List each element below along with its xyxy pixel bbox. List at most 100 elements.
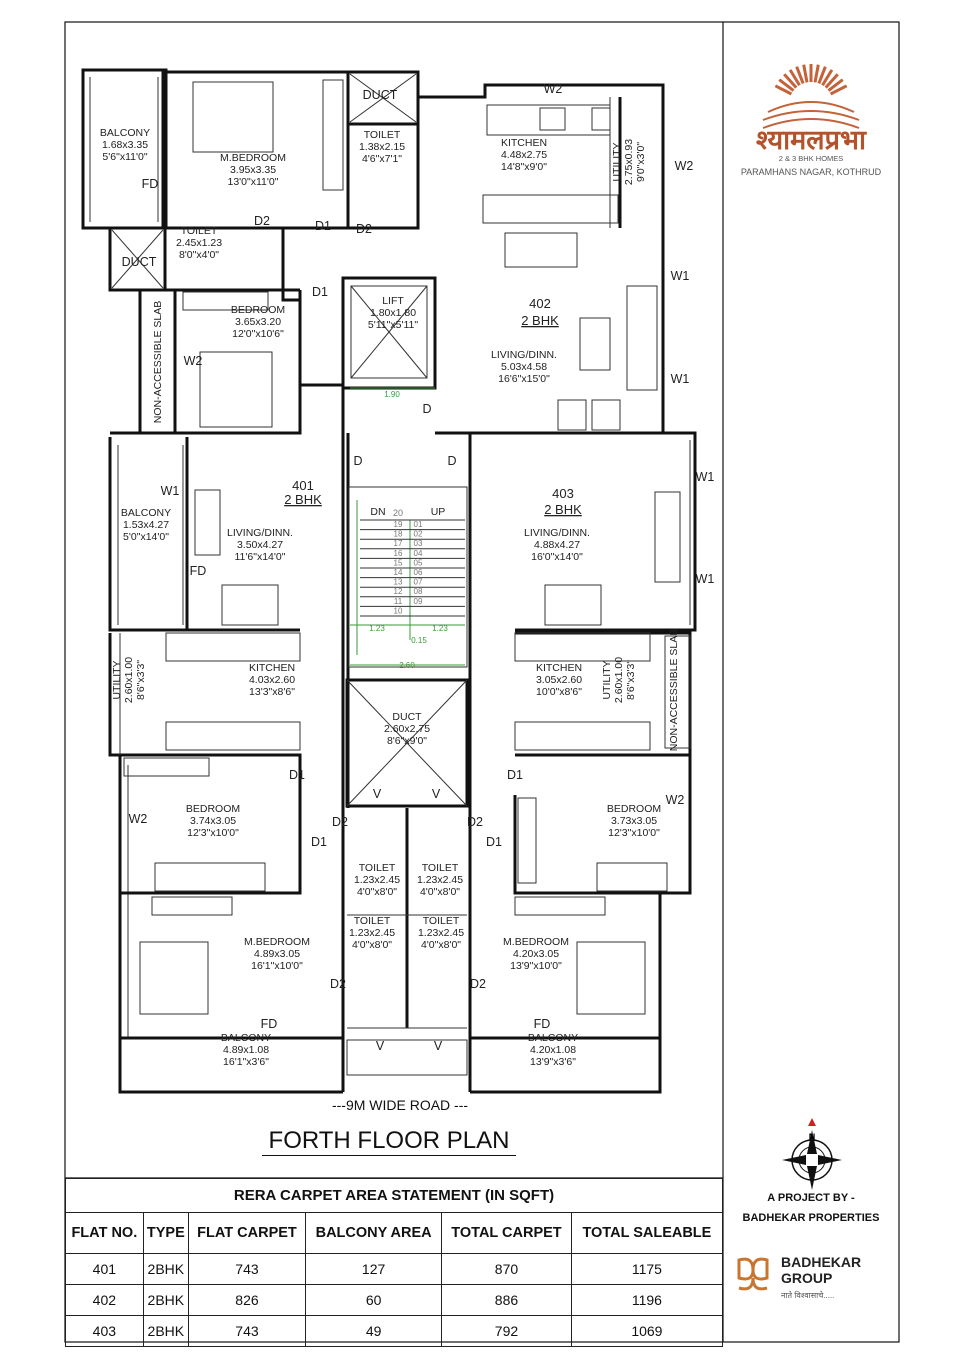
stair-riser-number: 04 [414,549,423,558]
brand-location: PARAMHANS NAGAR, KOTHRUD [740,167,882,177]
room-name-0: BALCONY [100,127,150,139]
plan-marker-14: D2 [332,815,348,829]
room-ft-17: 12'3"x10'0" [187,827,239,839]
plan-marker-24: W2 [129,812,148,826]
stair-width-dim: 2.60 [399,661,415,670]
sun-ray-icon [788,69,801,87]
room-name-9: BALCONY [121,507,171,519]
room-size-13: 2.60x1.00 [123,657,135,703]
stair-riser-number: 18 [394,530,403,539]
stair-riser-number: 05 [414,558,423,567]
flat-401-number: 401 [292,478,314,493]
plan-marker-32: V [432,787,441,801]
stair-riser-number: 13 [394,578,403,587]
north-compass: N [782,1118,842,1190]
flat-403-number: 403 [552,486,574,501]
table-cell: 49 [305,1315,443,1347]
table-cell: 826 [187,1284,307,1316]
table-cell: 2BHK [142,1315,189,1347]
room-ft-11: 16'0"x14'0" [531,551,583,563]
room-ft-25: 16'1"x3'6" [223,1056,269,1068]
bottom-flats-walls [118,753,692,1094]
plan-marker-34: V [434,1039,443,1053]
room-name-22: TOILET [423,915,460,927]
room-name-15: UTILITY [601,660,613,699]
room-name-7: LIFT [382,295,404,307]
stair-riser-number: 09 [414,597,423,606]
plan-marker-11: D1 [486,835,502,849]
table-cell: 1196 [570,1284,724,1316]
compass-north-letter: N [809,1132,816,1142]
stair-riser-number: 08 [414,587,423,596]
room-name-8: LIVING/DINN. [491,349,557,361]
room-name-25: BALCONY [221,1032,271,1044]
sun-ray-icon [795,66,805,84]
sun-ray-icon [817,66,827,84]
plan-marker-33: V [376,1039,385,1053]
room-size-22: 1.23x2.45 [418,927,464,939]
stair-lift-core [341,387,472,808]
stair-riser-number: 19 [394,520,403,529]
plan-marker-9: D1 [311,835,327,849]
table-cell: 401 [65,1253,144,1285]
table-cell: 402 [65,1284,144,1316]
room-size-11: 4.88x4.27 [534,539,580,551]
room-ft-7: 5'11"x5'11" [368,319,418,331]
table-cell: 2BHK [142,1284,189,1316]
room-name-1: M.BEDROOM [220,152,286,164]
table-header-cell: FLAT CARPET [187,1212,307,1254]
room-size-16: 2.60x2.75 [384,723,430,735]
room-ft-21: 4'0"x8'0" [352,939,392,951]
room-size-21: 1.23x2.45 [349,927,395,939]
room-ft-2: 4'6"x7'1" [362,153,402,165]
room-name-5: TOILET [181,225,218,237]
flat-403-walls [470,431,697,757]
room-name-10: LIVING/DINN. [227,527,293,539]
stair-riser-number: 11 [394,597,403,606]
room-size-15: 2.60x1.00 [613,657,625,703]
room-size-10: 3.50x4.27 [237,539,283,551]
room-size-26: 4.20x1.08 [530,1044,576,1056]
room-name-11: LIVING/DINN. [524,527,590,539]
lobby-dim: 1.90 [384,390,400,399]
plan-marker-29: W1 [696,470,715,484]
room-size-2: 1.38x2.15 [359,141,405,153]
flat-402-walls [81,68,665,435]
room-size-4: 2.75x0.93 [623,139,635,185]
plan-marker-23: W2 [184,354,203,368]
room-name-19: TOILET [359,862,396,874]
room-size-19: 1.23x2.45 [354,874,400,886]
flight-dim: 1.23 [432,624,448,633]
plan-marker-0: DUCT [363,88,398,102]
group-slogan: नाते विश्वासाचे..... [781,1291,835,1300]
brand-tagline: 2 & 3 BHK HOMES [778,154,844,163]
room-ft-9: 5'0"x14'0" [123,531,169,543]
room-name-26: BALCONY [528,1032,578,1044]
sun-ray-icon [802,64,809,83]
plan-marker-8: D1 [289,768,305,782]
room-size-18: 3.73x3.05 [611,815,657,827]
room-ft-10: 11'6"x14'0" [235,551,286,563]
plan-marker-17: D2 [470,977,486,991]
sun-ray-icon [827,78,844,92]
room-size-25: 4.89x1.08 [223,1044,269,1056]
table-header-cell: BALCONY AREA [305,1212,443,1254]
sun-logo-icon [762,64,860,129]
plan-marker-5: FD [534,1017,551,1031]
flat-401-walls [108,431,302,795]
flat-401-type: 2 BHK [284,492,322,507]
plan-marker-31: V [373,787,382,801]
plan-marker-28: W1 [161,484,180,498]
room-ft-19: 4'0"x8'0" [357,886,397,898]
plan-marker-16: D2 [330,977,346,991]
room-name-4: UTILITY [611,142,623,181]
room-name-12: KITCHEN [249,662,295,674]
plan-marker-26: W1 [671,269,690,283]
sun-ray-icon [783,73,798,89]
plan-marker-1: DUCT [122,255,157,269]
